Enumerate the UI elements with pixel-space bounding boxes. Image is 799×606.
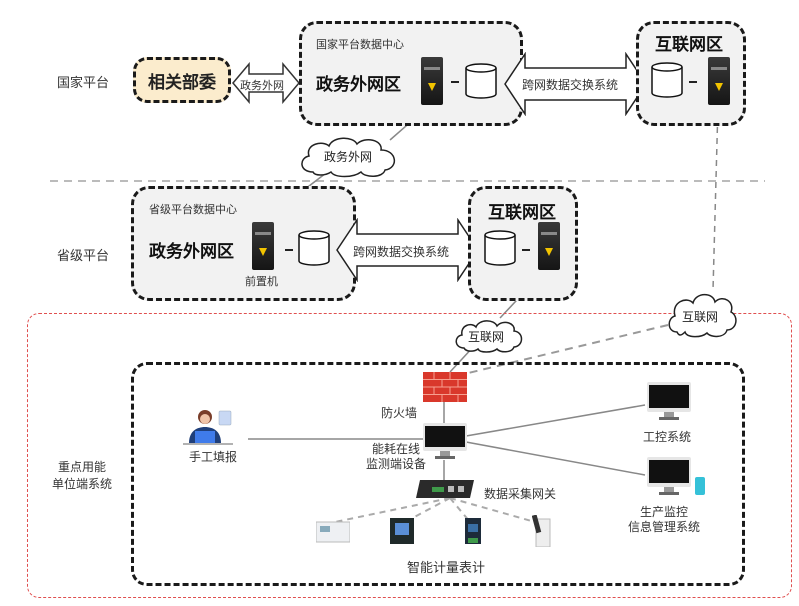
meter-icon[interactable] xyxy=(390,518,414,544)
firewall-icon[interactable] xyxy=(423,372,467,402)
connector-dash xyxy=(689,81,697,83)
link-rightcloud-firewall xyxy=(459,324,669,376)
ics-monitor-icon[interactable] xyxy=(647,382,691,422)
row-label-national: 国家平台 xyxy=(57,76,110,91)
provincial-dc-caption: 省级平台数据中心 xyxy=(149,203,237,216)
row-label-provincial: 省级平台 xyxy=(57,249,110,264)
link-monitor-ics xyxy=(465,404,646,437)
meter-icon[interactable] xyxy=(532,515,552,547)
server-icon xyxy=(708,57,730,105)
connector-dash xyxy=(285,249,293,251)
link-gateway-meter1 xyxy=(334,497,451,523)
internet-cloud-left-label: 互联网 xyxy=(468,330,505,344)
gov-link-label: 政务外网 xyxy=(240,79,284,92)
provincial-exchange-label: 跨网数据交换系统 xyxy=(353,245,450,259)
production-label-line1: 生产监控 xyxy=(640,505,689,519)
database-icon xyxy=(298,230,330,266)
national-gov-zone-title: 政务外网区 xyxy=(316,75,401,95)
data-gateway-icon[interactable] xyxy=(416,480,474,498)
provincial-internet-zone-title: 互联网区 xyxy=(488,203,556,223)
production-label: 生产监控 信息管理系统 xyxy=(628,505,700,535)
meter-icon[interactable] xyxy=(316,520,350,544)
firewall-label: 防火墙 xyxy=(381,406,418,420)
monitoring-device-label-line2: 监测端设备 xyxy=(366,457,427,471)
data-gateway-label: 数据采集网关 xyxy=(484,487,557,501)
ministries-box[interactable]: 相关部委 xyxy=(133,57,231,103)
production-label-line2: 信息管理系统 xyxy=(628,520,701,534)
internet-cloud-left-icon xyxy=(455,320,523,353)
mobile-phone-icon xyxy=(695,477,705,495)
gov-network-cloud-label: 政务外网 xyxy=(324,150,373,164)
internet-cloud-right-icon xyxy=(668,293,737,338)
meter-icon[interactable] xyxy=(465,518,481,544)
link-monitor-production xyxy=(465,441,646,476)
front-server-label: 前置机 xyxy=(245,275,278,288)
manual-entry-person-icon[interactable] xyxy=(183,405,239,445)
national-dc-caption: 国家平台数据中心 xyxy=(316,38,404,51)
unit-system-boundary xyxy=(27,313,792,598)
row-label-unit-line2: 单位端系统 xyxy=(52,477,113,491)
national-exchange-label: 跨网数据交换系统 xyxy=(522,78,619,92)
row-label-unit: 重点用能 单位端系统 xyxy=(52,458,112,492)
database-icon xyxy=(484,230,516,266)
database-icon xyxy=(651,62,683,98)
provincial-gov-zone-title: 政务外网区 xyxy=(149,242,234,262)
gov-network-cloud-icon xyxy=(301,137,395,178)
server-icon xyxy=(538,222,560,270)
database-icon xyxy=(465,63,497,99)
server-icon xyxy=(421,57,443,105)
smart-meters-label: 智能计量表计 xyxy=(407,561,486,576)
connector-dash xyxy=(522,249,530,251)
monitoring-device-label: 能耗在线 监测端设备 xyxy=(366,442,426,472)
unit-enterprise-boundary xyxy=(131,362,745,586)
link-gateway-meter2 xyxy=(404,497,451,523)
row-label-unit-line1: 重点用能 xyxy=(58,460,107,474)
monitoring-device-icon[interactable] xyxy=(423,423,467,461)
internet-cloud-right-label: 互联网 xyxy=(682,310,719,324)
manual-entry-label: 手工填报 xyxy=(189,450,238,464)
link-gateway-meter4 xyxy=(449,497,536,523)
connector-dash xyxy=(451,81,459,83)
production-monitor-icon[interactable] xyxy=(647,457,691,497)
link-national-internet-cloud xyxy=(712,104,719,291)
ics-label: 工控系统 xyxy=(643,430,692,444)
front-server-icon xyxy=(252,222,274,270)
ministries-label: 相关部委 xyxy=(148,72,216,93)
national-internet-zone-title: 互联网区 xyxy=(655,35,723,55)
monitoring-device-label-line1: 能耗在线 xyxy=(372,442,421,456)
